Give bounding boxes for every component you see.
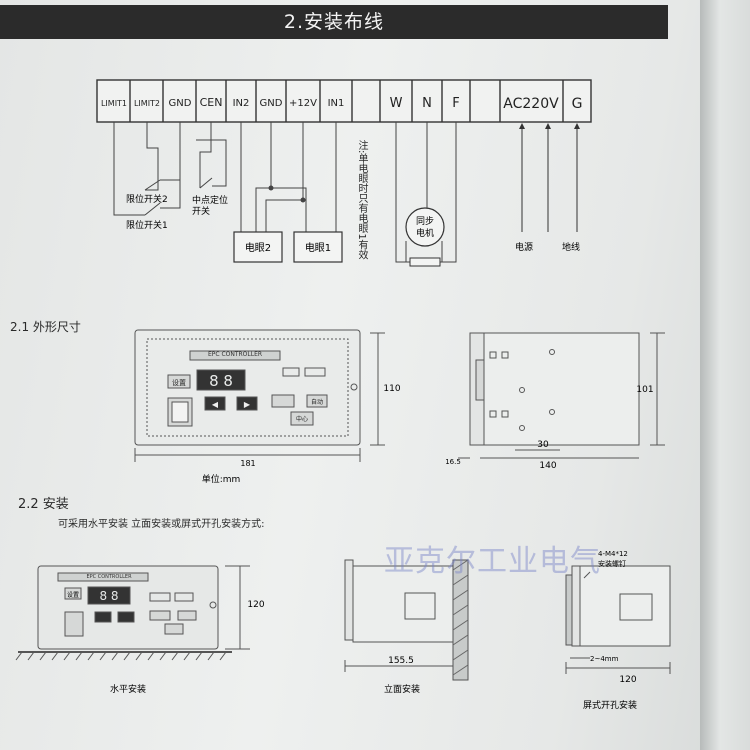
v-install-label: 立面安装 xyxy=(384,683,420,695)
h-height-dim: 120 xyxy=(247,600,264,610)
p-screw-label-2: 安装螺钉 xyxy=(598,559,626,568)
h-panel-brand: EPC CONTROLLER xyxy=(86,574,132,580)
terminal-label: IN2 xyxy=(233,98,250,109)
power-arrows xyxy=(519,123,580,232)
terminal-label: F xyxy=(452,96,459,111)
power-label: 电源 xyxy=(515,241,533,253)
terminal-strip xyxy=(96,79,592,123)
limit-switch-2-label: 限位开关2 xyxy=(126,193,168,205)
wall-hatching xyxy=(452,559,469,676)
panel-auto-key: 自动 xyxy=(311,398,323,406)
ground-label: 地线 xyxy=(562,241,580,253)
terminal-label: AC220V xyxy=(503,96,559,112)
v-width-dim: 155.5 xyxy=(388,656,414,666)
side-height-dim: 101 xyxy=(636,385,653,395)
h-panel-display: 8 8 xyxy=(99,589,118,603)
panel-setup-key: 设置 xyxy=(172,378,186,387)
side-dim-140: 140 xyxy=(539,461,556,471)
p-install-label: 屏式开孔安装 xyxy=(583,699,637,711)
panel-install-drawing xyxy=(565,565,671,674)
vertical-install-drawing xyxy=(344,559,469,681)
wiring-junctions xyxy=(268,185,306,203)
p-width-dim: 120 xyxy=(619,675,636,685)
center-switch-label-2: 开关 xyxy=(192,205,210,217)
h-install-label: 水平安装 xyxy=(110,683,146,695)
wiring-lines xyxy=(113,122,457,263)
panel-right-key: ▶ xyxy=(244,400,251,409)
panel-center-key: 中心 xyxy=(296,415,308,423)
terminal-labels: LIMIT1 LIMIT2 GND CEN IN2 GND +12V IN1 W… xyxy=(101,96,582,112)
panel-left-key: ◀ xyxy=(212,400,219,409)
next-page-edge xyxy=(700,0,750,750)
limit-switch-1-label: 限位开关1 xyxy=(126,219,168,231)
panel-display: 8 8 xyxy=(209,372,233,390)
horizontal-install-drawing xyxy=(18,565,250,653)
single-eye-note: 注:单电眼时只有电眼1有效 xyxy=(356,140,367,260)
front-height-dim: 110 xyxy=(383,384,400,394)
terminal-label: +12V xyxy=(289,98,317,109)
motor-label-2: 电机 xyxy=(416,227,434,239)
unit-label: 单位:mm xyxy=(202,473,241,485)
watermark: 亚克尔工业电气 xyxy=(384,544,601,579)
terminal-label: GND xyxy=(169,98,192,109)
h-panel-setup-key: 设置 xyxy=(67,591,79,599)
terminal-label: N xyxy=(422,96,432,111)
eye1-label: 电眼1 xyxy=(305,241,331,254)
front-view-drawing xyxy=(134,329,385,462)
terminal-label: IN1 xyxy=(328,98,345,109)
side-view-drawing xyxy=(458,332,665,459)
terminal-label: CEN xyxy=(200,96,223,109)
title-bar xyxy=(0,5,668,39)
p-gap-dim: 2~4mm xyxy=(590,655,619,663)
terminal-label: LIMIT2 xyxy=(134,99,160,108)
motor-label-1: 同步 xyxy=(416,216,434,227)
section-title: 2.安装布线 xyxy=(283,11,385,33)
side-dim-30: 30 xyxy=(537,440,549,450)
terminal-label: LIMIT1 xyxy=(101,99,127,108)
eye2-label: 电眼2 xyxy=(245,241,271,254)
installation-heading: 2.2 安装 xyxy=(18,497,69,512)
terminal-label: G xyxy=(572,96,583,112)
terminal-label: W xyxy=(390,96,403,111)
front-width-dim: 181 xyxy=(240,459,255,468)
ground-hatching xyxy=(15,651,227,661)
terminal-label: GND xyxy=(260,98,283,109)
capacitor xyxy=(409,257,441,267)
eye1-box xyxy=(293,231,343,263)
sync-motor xyxy=(405,207,445,247)
eye2-box xyxy=(233,231,283,263)
panel-brand: EPC CONTROLLER xyxy=(208,351,262,358)
dimensions-heading: 2.1 外形尺寸 xyxy=(10,320,81,334)
p-screw-label-1: 4-M4*12 xyxy=(598,550,628,558)
installation-subtitle: 可采用水平安装 立面安装或屏式开孔安装方式: xyxy=(58,519,265,530)
side-dim-16-5: 16.5 xyxy=(445,458,461,466)
center-switch-label-1: 中点定位 xyxy=(192,194,228,206)
